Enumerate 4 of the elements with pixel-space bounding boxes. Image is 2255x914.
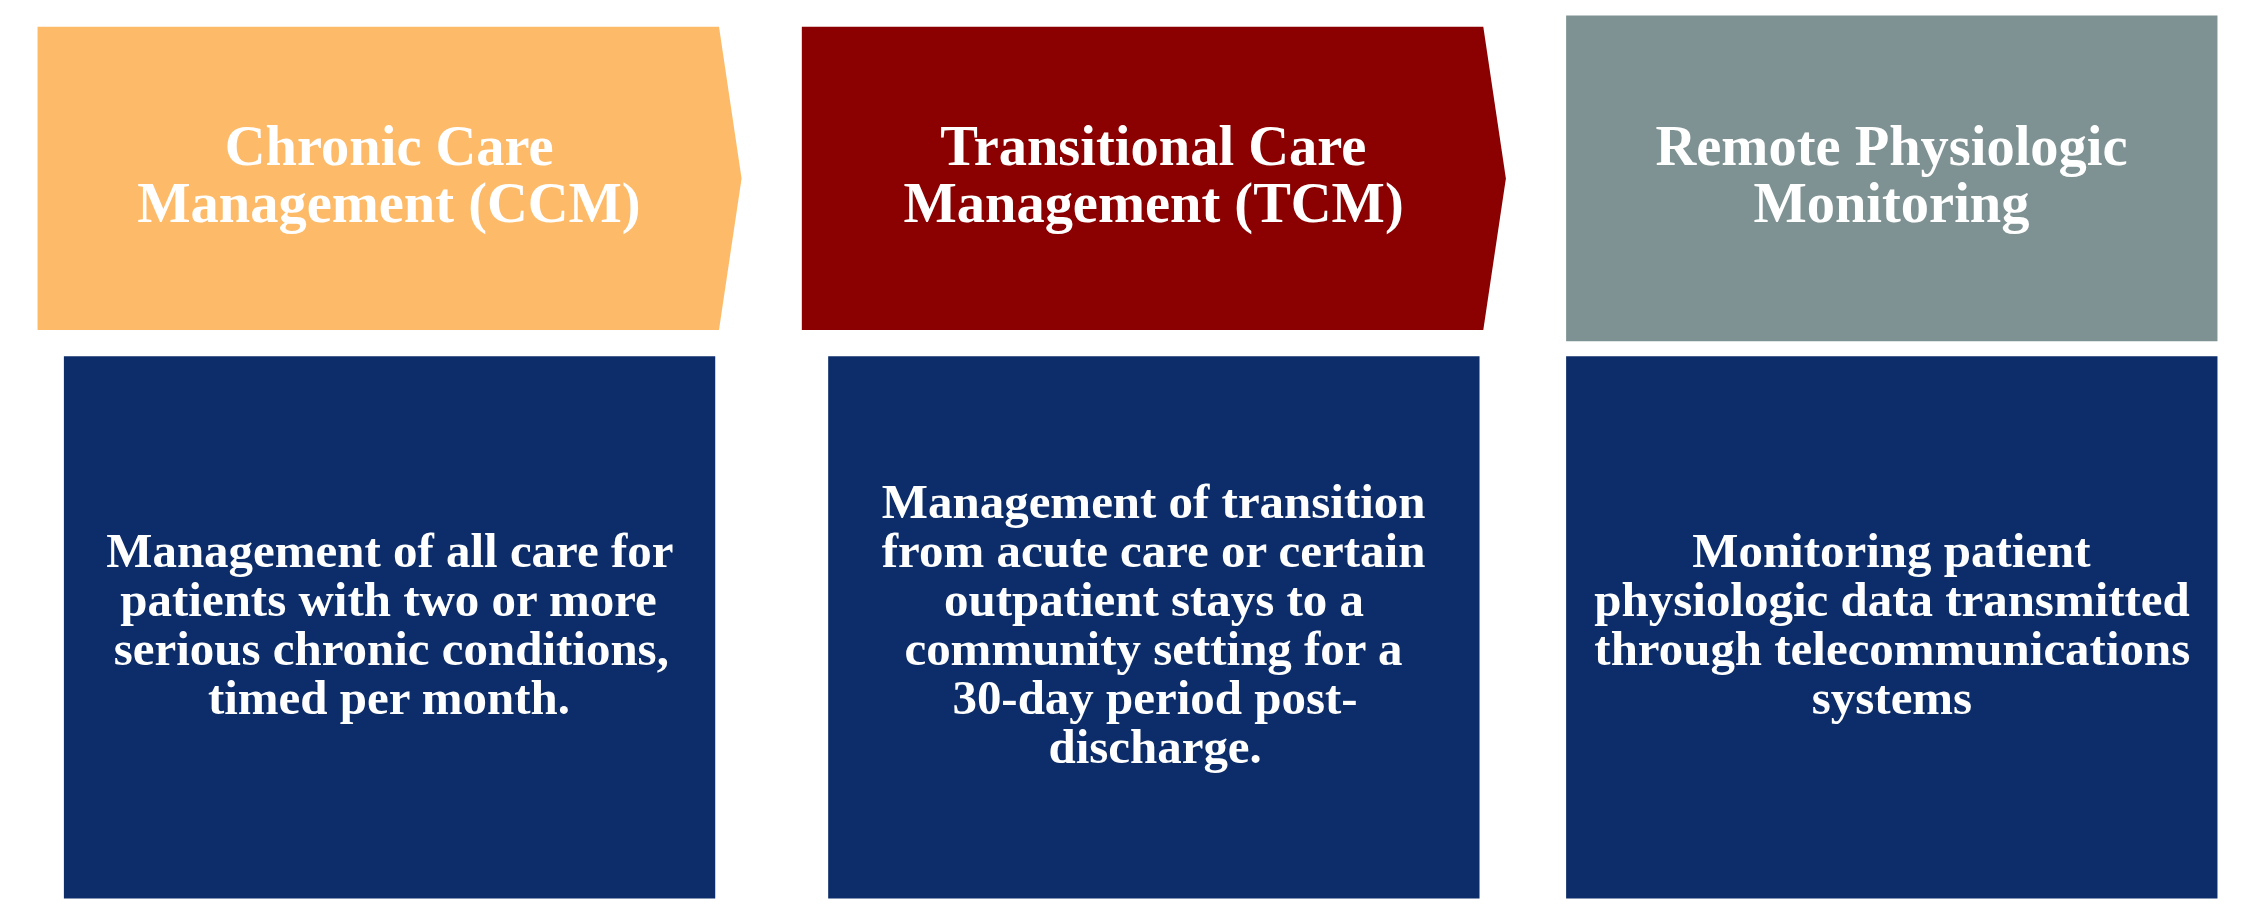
node-box: Management of all care for patients with two or more serious chronic conditions, timed per month. <box>63 356 716 899</box>
node-box: Management of transition from acute care or certain outpatient stays to a community setting for a 30-day period post-discharge. <box>828 356 1480 899</box>
node-box: Monitoring patient physiologic data transmitted through telecommunications systems <box>1566 356 2218 899</box>
node-box: Remote Physiologic Monitoring <box>1566 15 2218 342</box>
